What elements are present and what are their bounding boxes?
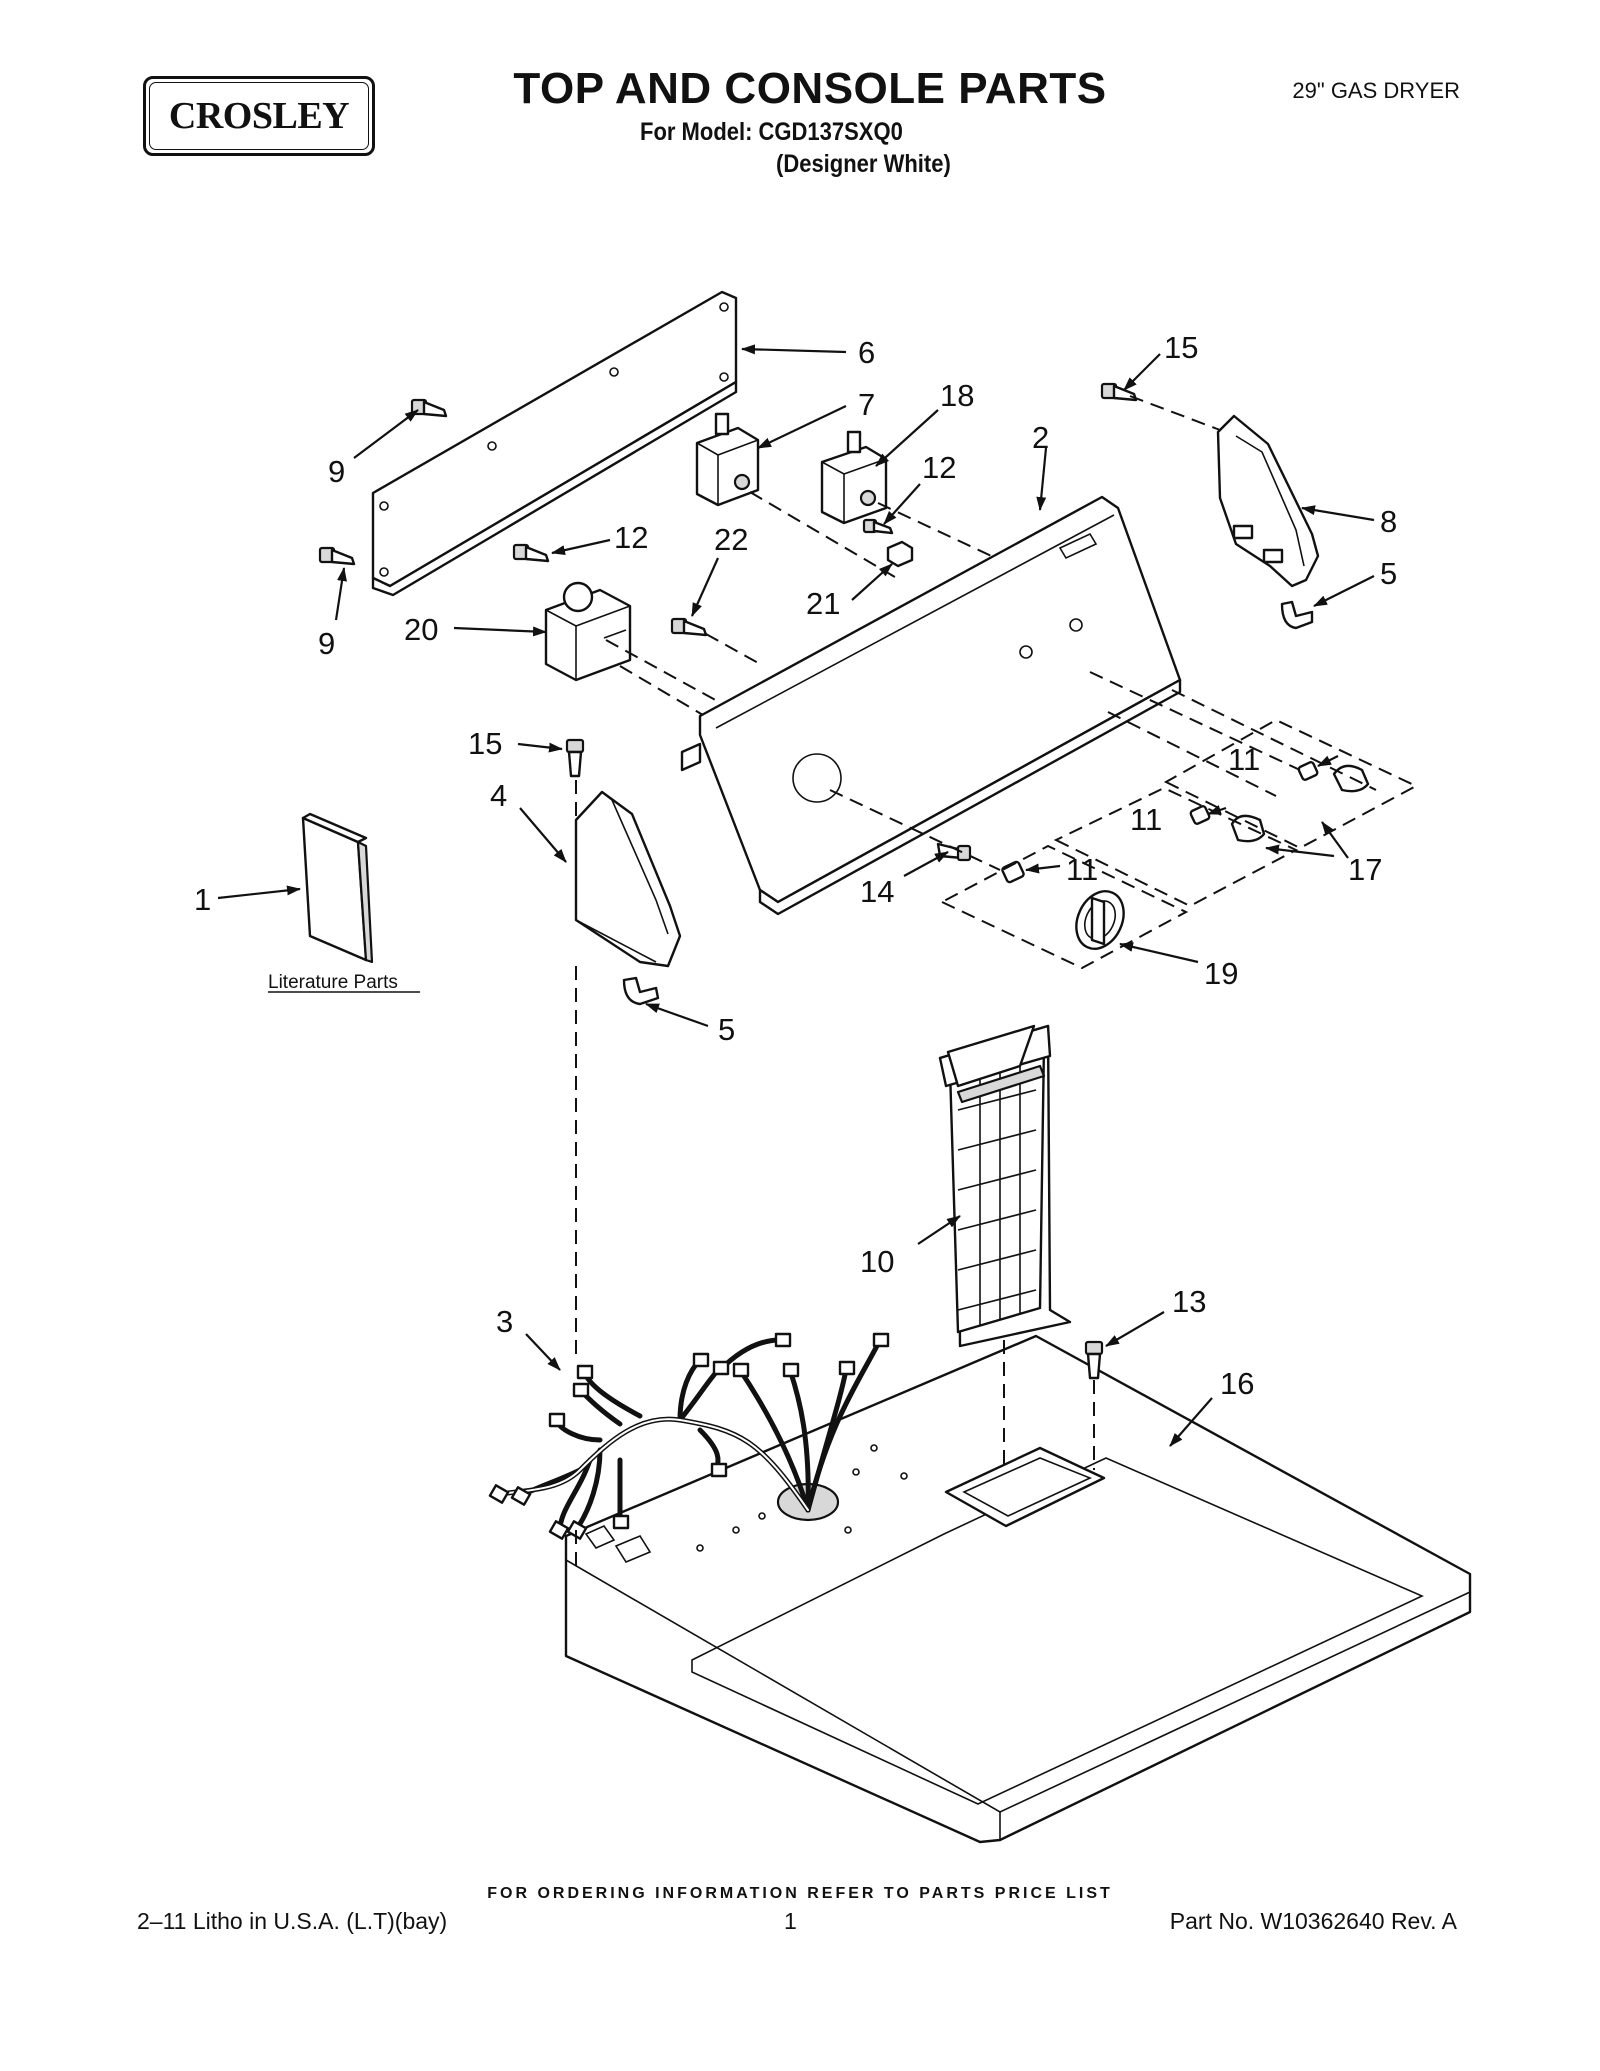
callout-15-right: 15 — [1164, 330, 1198, 365]
end-cap-part-8 — [1216, 414, 1320, 588]
end-cap-part-4 — [574, 790, 682, 968]
assembly-line — [1129, 395, 1221, 431]
assembly-line — [829, 789, 1001, 871]
screw-part-9-upper — [410, 398, 448, 418]
assembly-line — [877, 502, 1001, 561]
lint-screen-part-10 — [938, 1024, 1072, 1348]
literature-parts-label: Literature Parts — [268, 972, 398, 993]
screw-part-22 — [670, 617, 708, 637]
callout-10: 10 — [860, 1244, 894, 1279]
knob-stem-part-11-b — [1189, 805, 1211, 825]
litho-info: 2–11 Litho in U.S.A. (L.T)(bay) — [137, 1908, 448, 1934]
callout-16: 16 — [1220, 1366, 1254, 1401]
brand-logo-text: CROSLEY — [149, 82, 369, 150]
callout-11-middle: 11 — [1130, 802, 1162, 837]
color-line: (Designer White) — [776, 150, 951, 178]
callout-4: 4 — [490, 778, 507, 813]
callout-12-right: 12 — [922, 450, 956, 485]
callout-1: 1 — [194, 882, 211, 917]
screw-part-12-left — [512, 543, 550, 563]
assembly-line — [1089, 671, 1301, 771]
knob-group-box — [1163, 718, 1419, 850]
callout-13: 13 — [1172, 1284, 1206, 1319]
callout-9-lower: 9 — [318, 626, 335, 661]
callout-7: 7 — [858, 387, 875, 422]
assembly-line — [1171, 689, 1377, 791]
switch-part-7 — [695, 412, 760, 507]
screw-part-15-right — [1100, 382, 1138, 402]
screw-part-13 — [1084, 1340, 1104, 1380]
connector-part-21 — [886, 540, 914, 568]
knob-part-19 — [1075, 890, 1125, 950]
callout-18: 18 — [940, 378, 974, 413]
literature-part-1 — [301, 812, 374, 964]
callout-19: 19 — [1204, 956, 1238, 991]
rear-panel-part-6 — [371, 290, 738, 597]
top-panel-part-16 — [564, 1334, 1472, 1844]
callout-21: 21 — [806, 586, 840, 621]
knob-group-box — [1053, 786, 1299, 908]
switch-part-18 — [820, 430, 888, 525]
callout-labels: 6 7 18 15 2 9 9 12 12 22 21 20 8 5 15 4 … — [194, 330, 1397, 1401]
screw-part-9-lower — [318, 546, 356, 566]
callout-12-left: 12 — [614, 520, 648, 555]
callout-3: 3 — [496, 1304, 513, 1339]
assembly-line — [705, 633, 761, 665]
part-number: Part No. W10362640 Rev. A — [1169, 1908, 1457, 1934]
brand-logo: CROSLEY — [143, 76, 375, 156]
screw-part-14 — [936, 842, 972, 862]
model-line: For Model: CGD137SXQ0 — [640, 118, 903, 146]
callout-22: 22 — [714, 522, 748, 557]
callout-11-upper: 11 — [1228, 742, 1260, 777]
clip-part-5-right — [1280, 600, 1314, 630]
callout-2: 2 — [1032, 420, 1049, 455]
callout-17: 17 — [1348, 852, 1382, 887]
callout-6: 6 — [858, 335, 875, 370]
page-title: TOP AND CONSOLE PARTS — [513, 64, 1107, 113]
ordering-note: FOR ORDERING INFORMATION REFER TO PARTS … — [487, 1885, 1113, 1902]
callout-9-upper: 9 — [328, 454, 345, 489]
callout-8: 8 — [1380, 504, 1397, 539]
callout-5-right: 5 — [1380, 556, 1397, 591]
callout-14: 14 — [860, 874, 894, 909]
knob-stem-part-11-a — [1297, 761, 1319, 781]
product-type: 29" GAS DRYER — [1292, 78, 1460, 103]
screw-part-15-left — [565, 738, 585, 778]
callout-5-left: 5 — [718, 1012, 735, 1047]
callout-15-left: 15 — [468, 726, 502, 761]
console-part-2 — [680, 495, 1182, 916]
screw-part-12-right — [862, 518, 894, 535]
clip-part-5-left — [622, 976, 660, 1006]
timer-part-20 — [544, 581, 632, 682]
assembly-line — [749, 491, 901, 581]
page-number: 1 — [784, 1908, 797, 1934]
leader-arrows — [217, 344, 1375, 1447]
callout-11-lower: 11 — [1066, 852, 1098, 887]
knob-group-box — [939, 844, 1189, 970]
assembly-line — [1107, 711, 1277, 797]
callout-20: 20 — [404, 612, 438, 647]
